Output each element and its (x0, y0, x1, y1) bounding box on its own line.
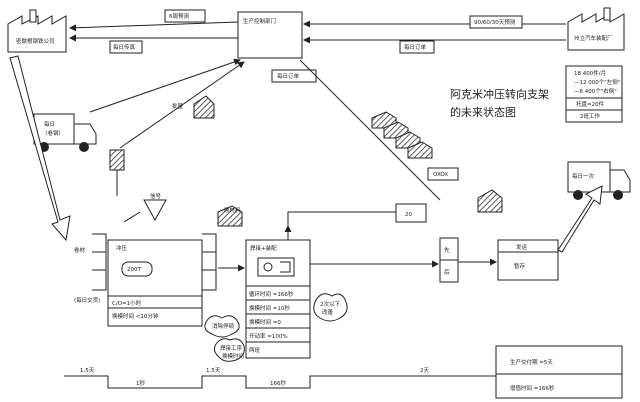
forecast-to-supplier-box (164, 9, 206, 23)
stamping-title: 冲压 (116, 244, 128, 252)
stamping-operator-text: 200T (127, 267, 141, 273)
shipment-arrow-out (557, 185, 603, 253)
order-from-customer-text: 每日订单 (404, 43, 427, 51)
kanban-post-icon (109, 149, 125, 171)
customer-data-box (565, 65, 623, 123)
customer-factory-icon (567, 7, 625, 51)
diagram-title-line2: 的未来状态图 (450, 105, 516, 119)
kaizen-text-1: 消除停顿 (212, 322, 235, 330)
load-leveling-text: OXOX (433, 172, 448, 178)
production-kanban-icon (217, 205, 243, 227)
forecast-from-customer-box (469, 15, 523, 29)
inventory-triangle-label: 信号 (150, 192, 162, 200)
kaizen-text-5: 换模时间 (222, 352, 244, 360)
signal-kanban-icon (477, 189, 503, 213)
withdrawal-kanban-icon (193, 95, 215, 119)
stamping-supermarket-icon (202, 233, 217, 291)
inbound-truck-material: （卷钢） (42, 129, 64, 137)
timeline-summary-box (495, 345, 623, 399)
forecast-from-customer-text: 90/60/30天预测 (474, 18, 516, 26)
kaizen-burst-icon (313, 293, 348, 322)
timeline-lead-2: 1.5天 (206, 367, 221, 374)
weld-cycle-time: 循环时间 =166秒 (249, 290, 294, 298)
customer-monthly-demand: 18 400件/月 (574, 69, 606, 77)
kaizen-text-2: 焊接工序 (220, 344, 243, 352)
forecast-to-supplier-text: 6周预测 (169, 12, 189, 20)
kanban-batch-label: 批量 (172, 102, 184, 110)
kaizen-text-3: 2次以下 (320, 300, 340, 308)
supermarket-top-box (395, 203, 427, 223)
fifo-left-label: 先 (444, 246, 450, 254)
customer-shifts: 2班工作 (580, 112, 600, 120)
shipping-inner: 暂存 (514, 262, 526, 270)
shipping-title: 发运 (516, 243, 528, 251)
weld-shift: 两班 (249, 346, 261, 354)
weld-changeover-zero: 换模时间 =0 (249, 318, 281, 326)
weld-changeover: 换模时间 =10秒 (249, 304, 290, 312)
order-to-supplier-box (109, 40, 143, 54)
inventory-triangle-icon (143, 199, 167, 222)
timeline-lead-total: 生产交付期 =5天 (510, 358, 553, 366)
customer-right-demand: —6 400个"右侧" (574, 87, 617, 95)
stamping-operator-box (121, 261, 153, 277)
customer-left-demand: —12 000个"左侧" (574, 78, 620, 86)
timeline-va-total: 增值时间 =166秒 (510, 384, 555, 392)
coils-delivery-label: (每日交货) (74, 296, 100, 304)
production-control-box (237, 11, 303, 59)
coils-label: 卷材 (74, 246, 86, 254)
kaizen-burst-icon (204, 315, 240, 338)
stamping-epe: 换模时间 <10分钟 (112, 312, 159, 320)
coils-supermarket-icon (92, 233, 107, 291)
timeline-lead-3: 2天 (420, 367, 429, 374)
timeline-ladder (64, 375, 496, 389)
supplier-name: 密歇根钢铁公司 (16, 37, 55, 45)
inbound-truck-icon (33, 113, 97, 152)
stamping-data-box (107, 295, 203, 327)
load-leveling-box (427, 167, 459, 181)
kanban-cards-icon (371, 111, 433, 159)
kaizen-burst-icon (213, 338, 245, 362)
timeline-process-1: 1秒 (136, 379, 145, 387)
fifo-lane-icon (439, 237, 459, 283)
inbound-truck-frequency: 每日 (44, 120, 55, 128)
stamping-co: C/O=1小时 (112, 299, 142, 307)
fifo-right-label: 后 (444, 268, 450, 276)
weld-title: 焊接+装配 (250, 244, 277, 252)
timeline-process-2: 166秒 (270, 379, 286, 387)
order-from-customer-box (399, 40, 435, 54)
supermarket-top-label: 20 (405, 212, 412, 218)
production-kanban-label: 原材料 (224, 206, 241, 214)
daily-schedule-text: 每日订单 (277, 72, 300, 80)
outbound-truck-frequency: 每日一次 (572, 172, 595, 180)
weld-uptime: 开动率 =100% (249, 332, 288, 340)
customer-pallet: 托盘=20件 (576, 100, 605, 108)
supplier-factory-icon (7, 9, 67, 53)
weld-data-box (245, 285, 311, 359)
order-to-supplier-text: 每日传真 (113, 43, 136, 51)
timeline-lead-1: 1.5天 (80, 367, 95, 374)
production-control-label: 生产控制部门 (243, 17, 276, 25)
customer-name: 州立汽车装配厂 (574, 34, 613, 42)
operator-icon (257, 257, 295, 277)
shipping-process-box (497, 239, 559, 281)
shipment-arrow-in (9, 55, 71, 242)
diagram-title-line1: 阿克米冲压转向支架 (450, 87, 549, 101)
outbound-truck-icon (567, 161, 631, 200)
kaizen-text-4: 改善 (322, 308, 334, 316)
